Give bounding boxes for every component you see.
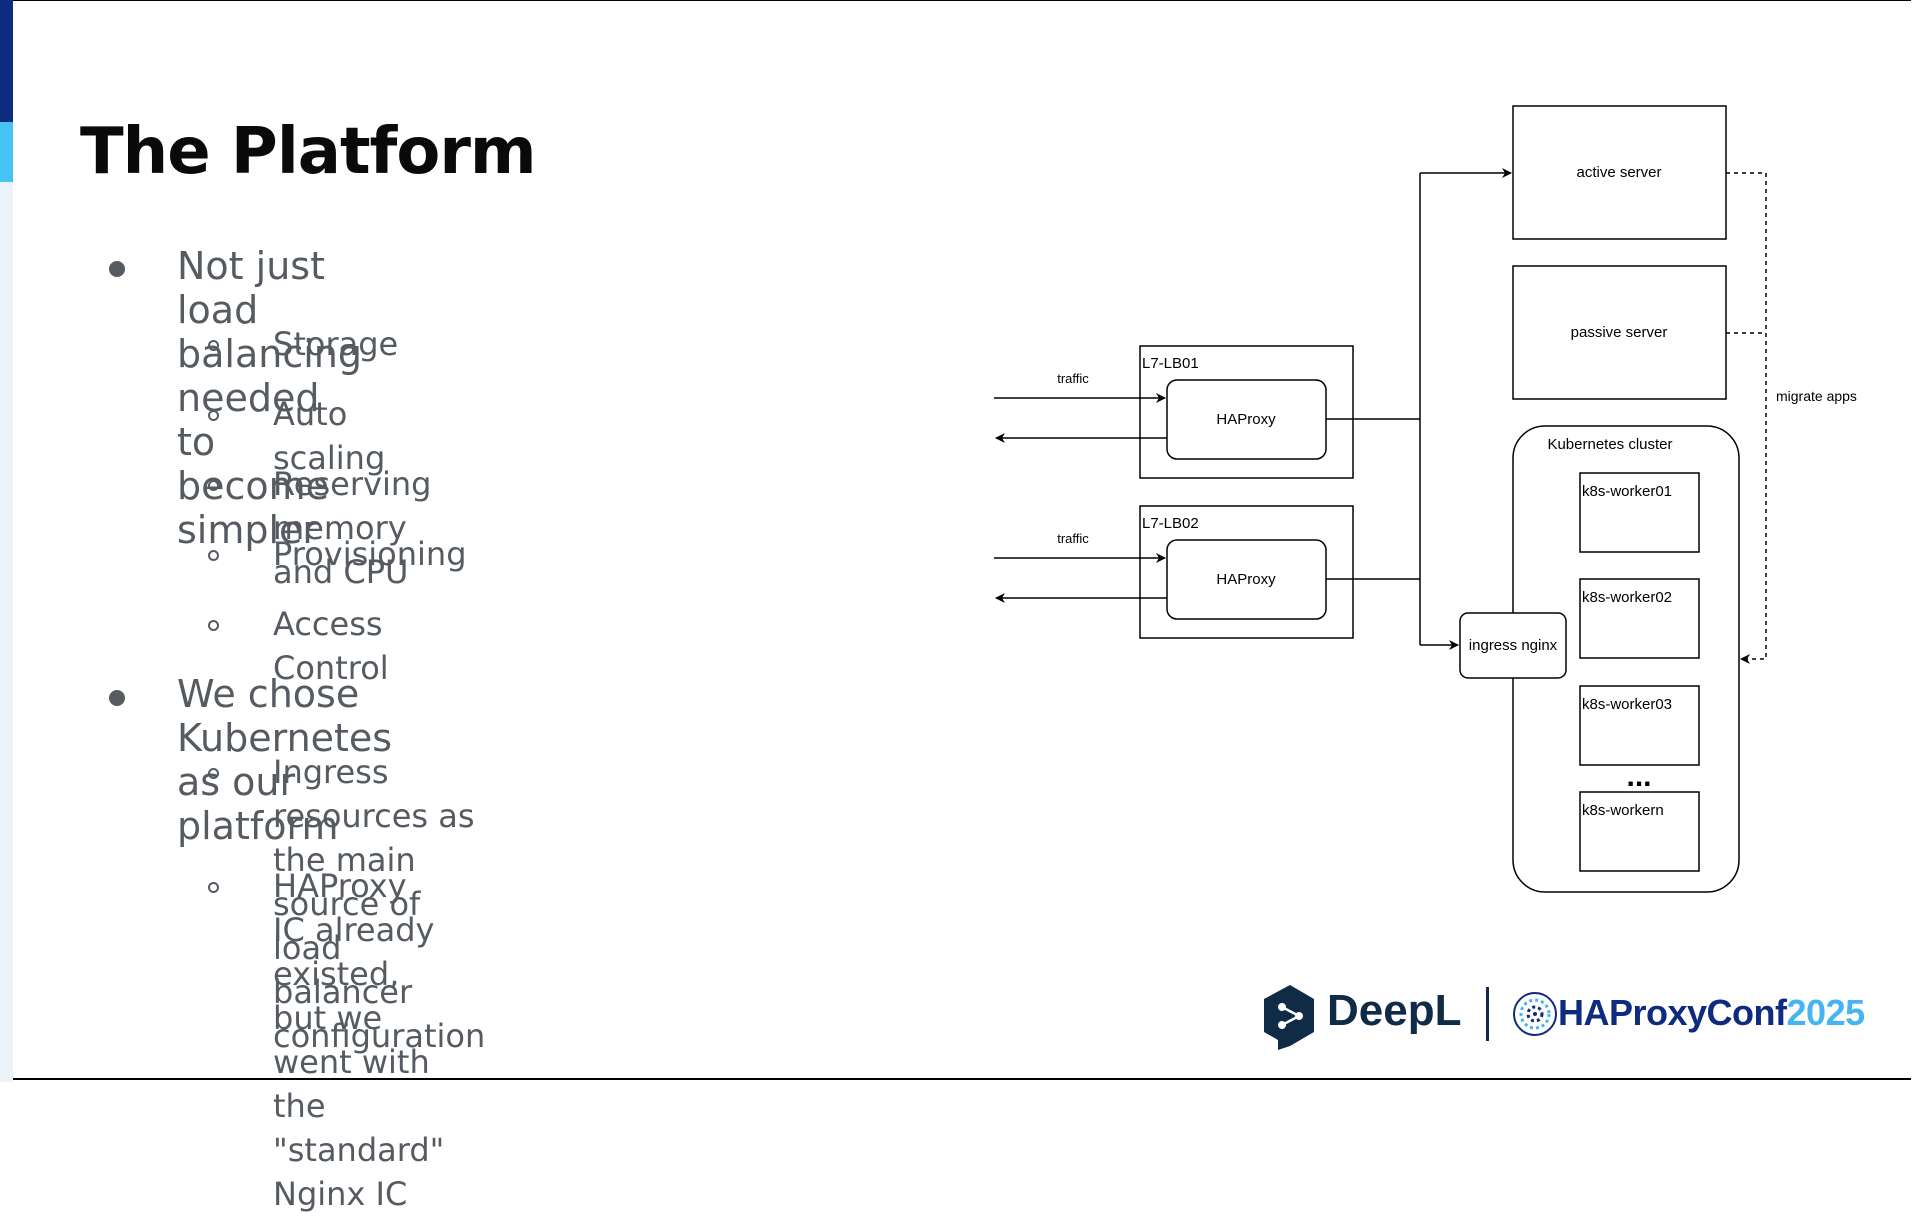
traffic1-label: traffic bbox=[1057, 371, 1089, 386]
sub-bullet-auto-scaling: Auto scaling bbox=[273, 395, 386, 477]
workern-label: k8s-workern bbox=[1582, 802, 1664, 819]
worker01-label: k8s-worker01 bbox=[1582, 483, 1672, 500]
haproxy1-label: HAProxy bbox=[1216, 411, 1276, 428]
ingress-nginx-label: ingress nginx bbox=[1469, 637, 1558, 654]
sub-bullet-circle bbox=[208, 480, 219, 491]
ingress-nginx-box bbox=[1459, 612, 1567, 679]
migrate-apps-label: migrate apps bbox=[1776, 388, 1857, 404]
workers-ellipsis: ... bbox=[1626, 760, 1651, 793]
architecture-diagram: L7-LB01 HAProxy traffic L7-LB02 HAProxy … bbox=[994, 105, 1857, 1050]
kubernetes-cluster: Kubernetes cluster k8s-worker01 k8s-work… bbox=[1459, 425, 1740, 893]
sub-bullet-circle bbox=[208, 410, 219, 421]
slide-title: The Platform bbox=[80, 115, 537, 189]
worker03-label: k8s-worker03 bbox=[1582, 696, 1672, 713]
haproxyconf-logo-icon bbox=[1513, 992, 1557, 1036]
lb02-label: L7-LB02 bbox=[1142, 515, 1199, 532]
sub-bullet-ingress-line1: Ingress resources as the main source of … bbox=[273, 753, 475, 1011]
logo-divider bbox=[1486, 987, 1489, 1041]
sub-bullet-circle bbox=[208, 550, 219, 561]
lb01-box bbox=[1139, 345, 1354, 479]
deepl-logo-icon bbox=[1264, 985, 1314, 1050]
haproxy2-label: HAProxy bbox=[1216, 571, 1276, 588]
sub-bullet-ingress: Ingress resources as the main source of … bbox=[273, 750, 485, 1058]
accent-bar-light bbox=[0, 122, 13, 182]
lb01-group: L7-LB01 HAProxy traffic bbox=[994, 345, 1354, 479]
bullet-dot bbox=[109, 690, 125, 706]
sub-bullet-circle bbox=[208, 620, 219, 631]
sub-bullet-circle bbox=[208, 768, 219, 779]
lb-connectors bbox=[1326, 168, 1512, 650]
sub-bullet-access-control: Access Control bbox=[273, 605, 389, 687]
sub-bullet-storage: Storage bbox=[273, 325, 399, 363]
conf-year: 2025 bbox=[1786, 992, 1866, 1033]
left-accent-strip bbox=[0, 0, 13, 1082]
migrate-dashed-line bbox=[1726, 172, 1767, 664]
deepl-logo-text: DeepL bbox=[1327, 986, 1462, 1035]
worker02-box bbox=[1579, 578, 1700, 659]
traffic2-label: traffic bbox=[1057, 531, 1089, 546]
sub-bullet-circle bbox=[208, 882, 219, 893]
worker01-box bbox=[1579, 472, 1700, 553]
sub-bullet-provisioning: Provisioning bbox=[273, 535, 467, 573]
lb01-label: L7-LB01 bbox=[1142, 355, 1199, 372]
migrate-connector: migrate apps bbox=[1726, 172, 1857, 664]
active-server-label: active server bbox=[1576, 164, 1661, 181]
workern-box bbox=[1579, 791, 1700, 872]
conf-main: HAProxyConf bbox=[1558, 992, 1787, 1033]
sub-bullet-ingress-line2: configuration bbox=[273, 1017, 486, 1055]
bullet-dot bbox=[109, 261, 125, 277]
sub-bullet-memory-cpu: Reserving memory and CPU bbox=[273, 465, 432, 591]
cluster-title: Kubernetes cluster bbox=[1547, 436, 1672, 453]
worker03-box bbox=[1579, 685, 1700, 766]
worker02-label: k8s-worker02 bbox=[1582, 589, 1672, 606]
sub-bullet-haproxy-ic-line2: "standard" Nginx IC bbox=[273, 1131, 445, 1213]
sub-bullet-circle bbox=[208, 340, 219, 351]
bullet-1: Not just load balancing needed to become… bbox=[177, 244, 362, 552]
lb02-group: L7-LB02 HAProxy traffic bbox=[994, 505, 1354, 639]
bullet-2: We chose Kubernetes as our platform bbox=[177, 672, 393, 848]
accent-bar-dark bbox=[0, 0, 13, 122]
haproxyconf-logo-text: HAProxyConf2025 bbox=[1558, 992, 1865, 1034]
lb02-box bbox=[1139, 505, 1354, 639]
passive-server-label: passive server bbox=[1571, 324, 1668, 341]
